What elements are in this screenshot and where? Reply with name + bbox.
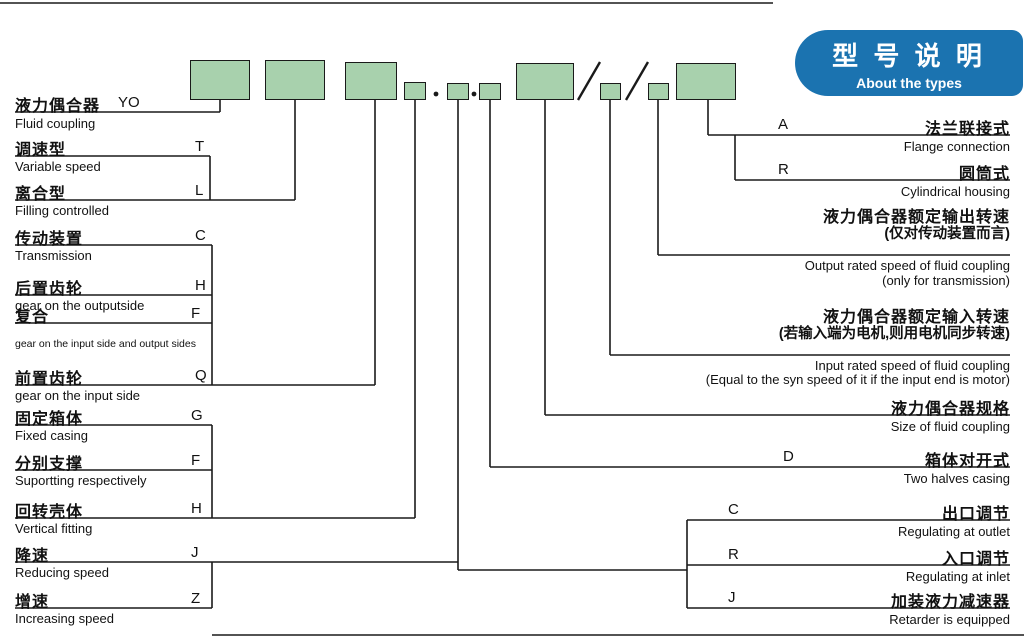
right-item-2-en2: (only for transmission) [882, 273, 1010, 288]
code-box-3 [345, 62, 397, 100]
left-item-8-zh: 分别支撑 [15, 456, 84, 473]
right-item-0-zh: 法兰联接式 [924, 121, 1010, 138]
left-item-0-en: Fluid coupling [15, 116, 96, 131]
left-item-9-code: H [191, 500, 202, 517]
code-box-10 [676, 63, 736, 100]
left-item-0-zh: 液力偶合器 [15, 98, 101, 115]
right-item-3-en: Input rated speed of fluid coupling [814, 358, 1010, 373]
left-item-10-en: Reducing speed [15, 565, 109, 580]
badge-subtitle: About the types [856, 74, 962, 91]
right-item-8-code: J [728, 589, 736, 606]
right-item-2-en: Output rated speed of fluid coupling [804, 258, 1010, 273]
left-item-2-en: Filling controlled [15, 203, 109, 218]
right-item-3-zh2: (若输入端为电机,则用电机同步转速) [778, 326, 1010, 342]
left-item-4-code: H [195, 277, 206, 294]
right-item-4-zh: 液力偶合器规格 [890, 401, 1010, 418]
title-badge: 型 号 说 明 About the types [795, 30, 1023, 96]
left-item-5-en: gear on the input side and output sides [15, 338, 196, 350]
right-item-3-en2: (Equal to the syn speed of it if the inp… [705, 372, 1010, 387]
left-item-3-en: Transmission [15, 248, 92, 263]
left-item-9-en: Vertical fitting [15, 521, 93, 536]
left-item-2-zh: 离合型 [15, 186, 67, 203]
slash-mark-2 [624, 61, 650, 101]
left-item-11-code: Z [191, 590, 201, 607]
code-box-9 [648, 83, 669, 100]
left-item-5-zh: 复合 [15, 309, 50, 326]
right-item-1-zh: 圆筒式 [958, 166, 1010, 183]
left-item-10-zh: 降速 [15, 548, 50, 565]
right-item-6-en: Regulating at outlet [897, 524, 1010, 539]
right-item-7-en: Regulating at inlet [905, 569, 1010, 584]
left-item-6-code: Q [195, 367, 207, 384]
code-box-7 [516, 63, 574, 100]
left-item-2-code: L [195, 182, 204, 199]
left-item-9-zh: 回转壳体 [15, 504, 84, 521]
left-item-6-zh: 前置齿轮 [15, 371, 84, 388]
right-item-0-code: A [778, 116, 789, 133]
code-box-5 [447, 83, 469, 100]
right-item-0-en: Flange connection [903, 139, 1010, 154]
code-box-8 [600, 83, 621, 100]
left-item-0-code: YO [118, 94, 140, 111]
left-item-3-zh: 传动装置 [15, 231, 84, 248]
separator-dot-1 [433, 91, 439, 97]
left-item-11-zh: 增速 [15, 594, 50, 611]
left-item-11-en: Increasing speed [15, 611, 115, 626]
code-box-4 [404, 82, 426, 100]
left-item-1-zh: 调速型 [15, 142, 67, 159]
code-box-1 [190, 60, 250, 100]
left-item-8-en: Suportting respectively [15, 473, 147, 488]
left-item-1-code: T [195, 138, 205, 155]
left-item-7-code: G [191, 407, 203, 424]
right-item-6-zh: 出口调节 [941, 506, 1010, 523]
left-item-7-zh: 固定箱体 [15, 411, 84, 428]
right-item-1-code: R [778, 161, 789, 178]
left-item-7-en: Fixed casing [15, 428, 88, 443]
left-item-1-en: Variable speed [15, 159, 101, 174]
left-item-4-en: gear on the outputside [15, 298, 145, 313]
right-item-5-code: D [783, 448, 794, 465]
right-item-2-zh2: (仅对传动装置而言) [884, 226, 1010, 242]
right-item-6-code: C [728, 501, 739, 518]
left-item-10-code: J [191, 544, 199, 561]
badge-title: 型 号 说 明 [832, 40, 986, 71]
left-item-5-code: F [191, 305, 201, 322]
separator-dot-2 [471, 91, 477, 97]
right-item-8-zh: 加装液力减速器 [890, 594, 1010, 611]
right-item-7-zh: 入口调节 [941, 551, 1010, 568]
right-item-5-en: Two halves casing [903, 471, 1010, 486]
left-item-4-zh: 后置齿轮 [15, 281, 84, 298]
left-item-6-en: gear on the input side [15, 388, 141, 403]
right-item-7-code: R [728, 546, 739, 563]
code-box-2 [265, 60, 325, 100]
right-item-4-en: Size of fluid coupling [890, 419, 1010, 434]
right-item-2-zh: 液力偶合器额定输出转速 [822, 209, 1010, 226]
right-item-3-zh: 液力偶合器额定输入转速 [822, 309, 1010, 326]
right-item-5-zh: 箱体对开式 [924, 453, 1010, 470]
right-item-8-en: Retarder is equipped [889, 612, 1010, 627]
left-item-3-code: C [195, 227, 206, 244]
slash-mark-1 [576, 61, 602, 101]
left-item-8-code: F [191, 452, 201, 469]
code-box-6 [479, 83, 501, 100]
right-item-1-en: Cylindrical housing [900, 184, 1010, 199]
